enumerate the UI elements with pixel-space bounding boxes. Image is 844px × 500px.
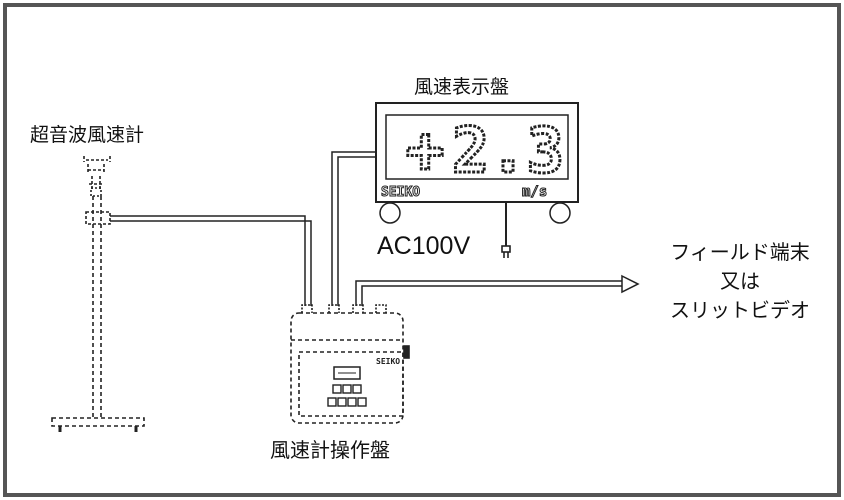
- output-destination-label: フィールド端末 又は スリットビデオ: [640, 238, 840, 325]
- cables: [110, 151, 622, 306]
- panel-brand-logo: SEIKO: [376, 357, 400, 366]
- display-sign: +: [406, 114, 445, 188]
- outer-border: [3, 3, 841, 497]
- panel-keys-row1: [332, 384, 362, 394]
- display-wheel-right: [549, 202, 571, 224]
- cable-output: [355, 280, 622, 306]
- anemometer-label: 超音波風速計: [30, 124, 145, 146]
- panel-case: [290, 312, 404, 424]
- control-panel: SEIKO: [290, 304, 410, 424]
- power-plug-icon: [501, 245, 511, 258]
- cable-display: [331, 151, 376, 306]
- panel-keys-row2: [327, 397, 367, 407]
- output-arrow-icon: [621, 274, 640, 294]
- cable-anemometer-inner: [110, 220, 312, 306]
- output-label-line1: フィールド端末: [670, 240, 810, 264]
- panel-handle: [403, 345, 410, 359]
- ultrasonic-anemometer: [51, 156, 145, 432]
- display-brand-logo: SEIKO: [381, 185, 420, 200]
- control-panel-label: 風速計操作盤: [270, 438, 390, 462]
- sensor-head: [83, 156, 111, 190]
- sensor-mount: [90, 187, 102, 197]
- display-housing: [375, 102, 579, 203]
- display-unit: m/s: [522, 184, 547, 200]
- output-label-line2: 又は: [720, 269, 760, 293]
- panel-lcd: [333, 366, 361, 380]
- wind-display-board: + 2.3 SEIKO m/s: [375, 102, 579, 258]
- display-screen: [385, 114, 569, 180]
- display-value: 2.3: [452, 114, 564, 187]
- wind-display-label: 風速表示盤: [414, 76, 510, 98]
- junction-box: [85, 211, 111, 225]
- cable-output-inner: [361, 285, 622, 306]
- panel-inner-door: [298, 351, 404, 417]
- stand-base: [51, 417, 145, 427]
- top-connectors: [301, 304, 387, 313]
- output-label-line3: スリットビデオ: [670, 298, 810, 322]
- cable-display-inner: [337, 156, 376, 306]
- power-label: AC100V: [377, 232, 471, 260]
- cable-anemometer: [110, 215, 306, 306]
- display-wheel-left: [379, 202, 401, 224]
